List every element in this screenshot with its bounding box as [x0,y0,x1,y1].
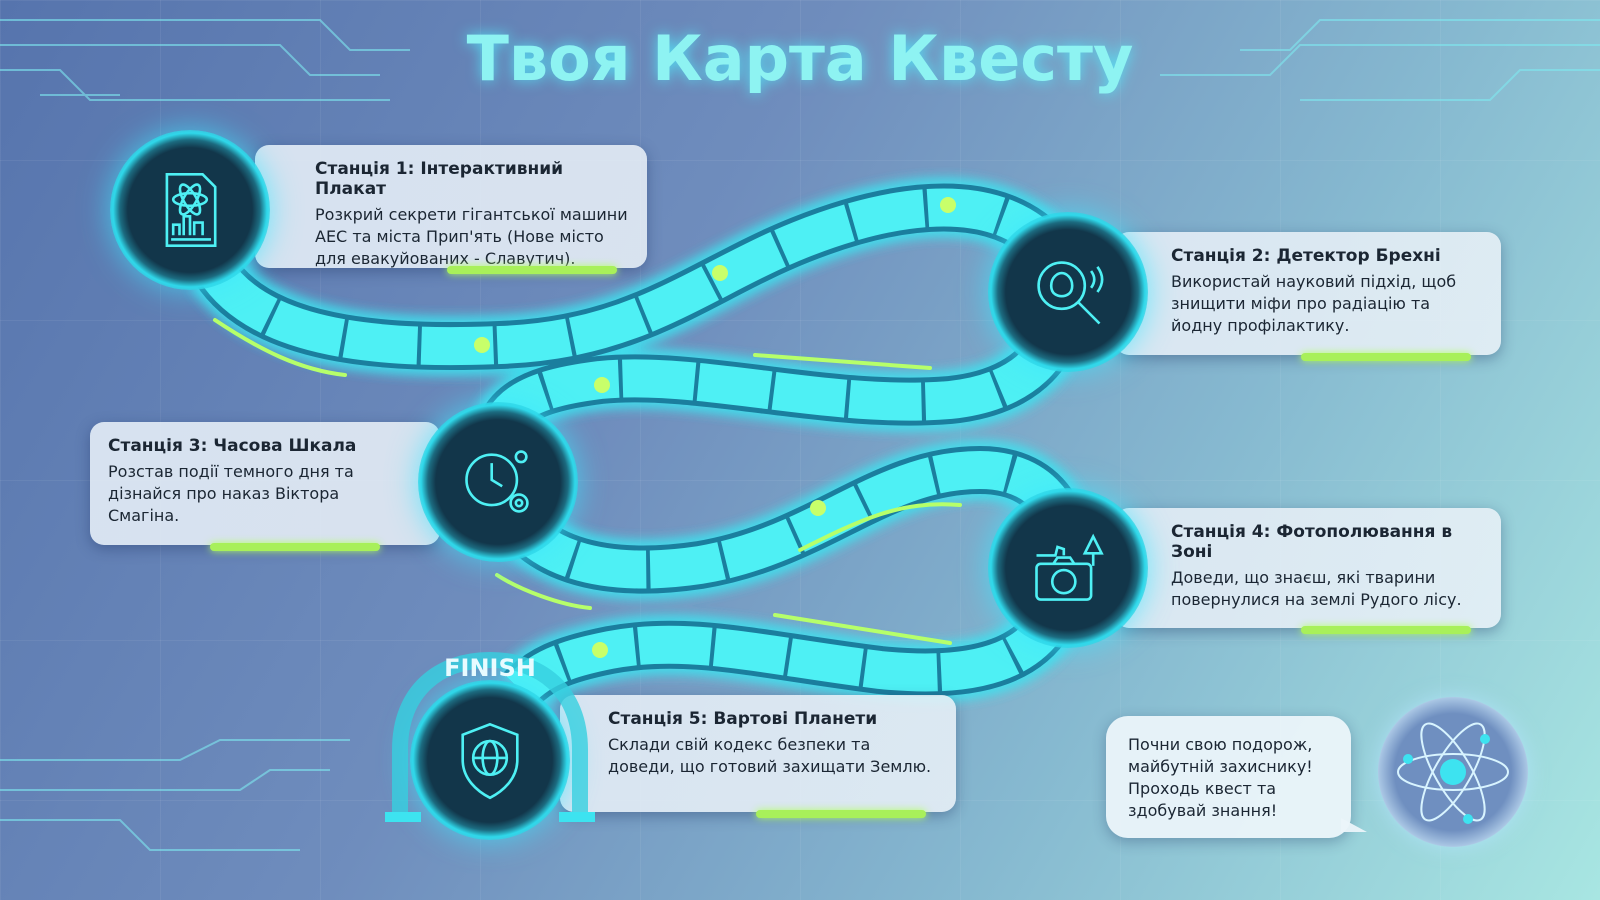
station-text: Склади свій кодекс безпеки та доведи, що… [608,735,932,776]
station-title: Станція 2: Детектор Брехні [1171,246,1441,266]
speech-bubble: Почни свою подорож, майбутній захиснику!… [1106,716,1367,838]
station-3-card[interactable]: Станція 3: Часова Шкала Розстав події те… [90,422,440,551]
station-1-card[interactable]: Станція 1: Інтерактивний Плакат Розкрий … [255,145,647,274]
station-title: Станція 1: Інтерактивний Плакат [315,159,564,199]
station-3-node[interactable] [418,402,578,562]
finish-label: FINISH [444,654,536,682]
page-title: Твоя Карта Квесту [466,22,1134,95]
station-text: Використай науковий підхід, щоб знищити … [1171,272,1457,335]
progress-accent [210,543,380,551]
station-text: Розстав події темного дня та дізнайся пр… [108,462,354,525]
shield-globe-icon [461,722,519,800]
station-4-node[interactable] [988,488,1148,648]
station-1-node[interactable] [110,130,270,290]
station-5-card[interactable]: Станція 5: Вартові Планети Склади свій к… [560,695,956,818]
brain-magnifier-icon [1037,261,1104,325]
station-title: Станція 4: Фотополювання в Зоні [1171,522,1453,562]
clock-gear-icon [465,450,529,513]
station-2-card[interactable]: Станція 2: Детектор Брехні Використай на… [1115,232,1501,361]
station-2-node[interactable] [988,212,1148,372]
camera-animals-icon [1035,533,1104,601]
station-title: Станція 5: Вартові Планети [608,709,878,729]
finish-arch: FINISH [385,651,595,822]
progress-accent [1301,626,1471,634]
finish-node[interactable] [410,680,570,840]
station-text: Доведи, що знаєш, які тварини повернулис… [1171,568,1462,609]
poster-atom-city-icon [165,172,217,248]
atom-mascot [1378,697,1528,847]
station-text: Розкрий секрети гігантської машини АЕС т… [315,205,628,268]
circuit-lines [0,19,1600,851]
progress-accent [756,810,926,818]
atom-icon [1397,722,1509,824]
progress-accent [1301,353,1471,361]
station-4-card[interactable]: Станція 4: Фотополювання в Зоні Доведи, … [1115,508,1501,634]
station-title: Станція 3: Часова Шкала [108,436,357,456]
path-markers [474,197,956,658]
progress-accent [447,266,617,274]
